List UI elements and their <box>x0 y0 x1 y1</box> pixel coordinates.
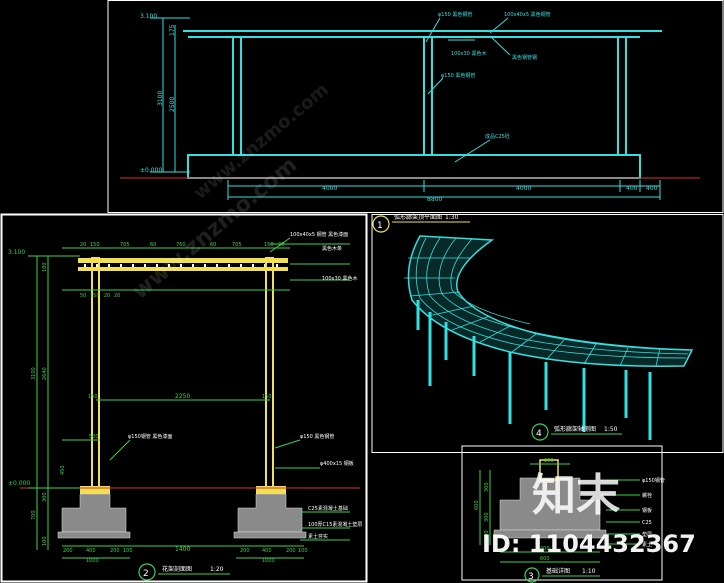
s2-dim-footing-left: 1000 <box>86 558 99 564</box>
top-dim-v-3: 3100 <box>157 91 164 106</box>
d3-dim-top: 200 <box>544 458 554 464</box>
s2-dim-v-6: 700 <box>31 510 37 520</box>
s2-dim-footing-1: 200 <box>63 548 73 554</box>
top-dim-h-3: 400 <box>626 185 638 192</box>
s2-dim-v-4: 450 <box>60 465 66 475</box>
s2-dim-width: 2250 <box>175 393 190 400</box>
s2-dim-footing-2: 400 <box>86 548 96 554</box>
s2-dim-v-2: 3100 <box>31 367 37 380</box>
s2-dim-footing-5: 200 <box>240 548 250 554</box>
p4-number: 4 <box>536 429 542 439</box>
s2-note-6: φ400x15 钢板 <box>320 460 354 467</box>
top-dim-h-4: 400 <box>646 185 658 192</box>
top-dim-total: 8800 <box>427 196 442 203</box>
d3-dim-bottom-2: 600 <box>540 556 550 562</box>
d3-note-1: φ150钢管 <box>642 477 665 484</box>
top-dim-h-1: 4000 <box>322 185 337 192</box>
s2-dim-top-plate: 500 <box>89 434 99 440</box>
detail-3: 300 300 600 100 200 400 600 φ150钢管 螺栓 钢板… <box>474 458 665 583</box>
p1-scale: 1:30 <box>445 214 459 221</box>
d3-note-4: C25 <box>642 520 652 526</box>
s2-note-3: 100x30 黑色木 <box>322 275 357 282</box>
s2-dim-footing-right: 1000 <box>262 558 275 564</box>
s2-dim-top-5: 760 <box>176 242 186 248</box>
d3-dim-v-2: 300 <box>484 512 490 522</box>
s2-note-5: φ150 黑色钢管 <box>300 433 334 440</box>
s2-dim-footing-7: 200 <box>286 548 296 554</box>
s2-dim-footing-8: 100 <box>298 548 308 554</box>
s2-dim-top-6: 60 <box>210 242 216 248</box>
s2-number: 2 <box>143 569 149 579</box>
p4-title: 弧形廊架轴测图 <box>554 425 596 433</box>
s2-level-zero: ±0.000 <box>8 480 30 487</box>
s2-dim-beam-2: 150 <box>90 293 100 299</box>
d3-note-3: 钢板 <box>642 507 652 514</box>
d3-number: 3 <box>528 572 534 582</box>
d3-dim-v-4: 100 <box>484 530 490 540</box>
section-2: 3.100 ±0.000 20 150 705 60 760 60 705 15… <box>8 231 362 581</box>
top-dim-h-2: 4000 <box>516 185 531 192</box>
watermark-logo-text: 知末 <box>532 470 620 521</box>
s2-note-4: φ150钢管 黑色漆面 <box>128 433 172 440</box>
p1-title: 弧形廊架顶平面图 <box>394 213 442 221</box>
s2-dim-v-5: 300 <box>42 492 48 502</box>
top-zero-label: ±0.000 <box>140 167 162 174</box>
s2-dim-v-7: 100 <box>42 536 48 546</box>
d3-note-5: 垫层 <box>642 531 652 538</box>
s2-dim-v-1: 180 <box>42 262 48 272</box>
d3-dim-v-1: 300 <box>484 482 490 492</box>
s2-dim-footing-3: 200 <box>110 548 120 554</box>
top-note-2: 100x40x5 黑色钢管 <box>504 11 551 18</box>
top-dim-v-1: 175 <box>169 24 176 36</box>
s2-note-9: 素土夯实 <box>308 533 328 540</box>
s2-dim-top-4: 60 <box>150 242 156 248</box>
s2-dim-top-2: 150 <box>90 242 100 248</box>
s2-note-8: 100厚C15素混凝土垫层 <box>308 521 362 528</box>
plan-1: 1 弧形廊架顶平面图 1:30 <box>372 213 470 233</box>
s2-dim-post-right: 150 <box>262 394 272 400</box>
s2-level-top: 3.100 <box>8 249 25 256</box>
s2-dim-beam-4: 20 <box>114 293 120 299</box>
top-note-3: 100x30 黑色木 <box>451 50 486 57</box>
s2-dim-footing-6: 400 <box>262 548 272 554</box>
top-note-1: φ150 黑色钢管 <box>438 11 472 18</box>
p4-scale: 1:50 <box>604 426 618 433</box>
top-elevation: 3.100 ±0.000 175 2500 3100 4000 4000 400… <box>120 11 700 203</box>
d3-dim-v-3: 600 <box>474 500 480 510</box>
s2-dim-beam-3: 20 <box>104 293 110 299</box>
perspective-4: 4 弧形廊架轴测图 1:50 <box>404 235 694 441</box>
s2-dim-top-9: 20 <box>278 242 284 248</box>
d3-dim-bottom-1: 400 <box>540 546 550 552</box>
s2-dim-post-left: 150 <box>88 394 98 400</box>
s2-dim-top-1: 20 <box>80 242 86 248</box>
d3-note-6: 素土 <box>642 541 652 548</box>
s2-dim-base: 1400 <box>175 546 190 553</box>
top-note-4: 黑色钢管钢 <box>512 54 537 61</box>
s2-note-2: 黑色木条 <box>322 245 342 252</box>
s2-dim-top-3: 705 <box>120 242 130 248</box>
p1-number: 1 <box>377 221 383 231</box>
watermark-id: ID: 1104432367 <box>482 530 696 558</box>
top-dim-v-2: 2500 <box>169 97 176 112</box>
top-note-5: φ150 黑色钢管 <box>441 72 475 79</box>
s2-dim-beam-1: 50 <box>80 293 86 299</box>
s2-dim-footing-4: 100 <box>123 548 133 554</box>
s2-dim-top-7: 705 <box>232 242 242 248</box>
top-level-label: 3.100 <box>140 13 157 20</box>
d3-scale: 1:10 <box>582 568 596 575</box>
d3-title: 基础详图 <box>546 567 570 575</box>
d3-note-2: 螺栓 <box>642 492 652 499</box>
s2-dim-top-8: 150 <box>264 242 274 248</box>
s2-scale: 1:20 <box>210 566 224 573</box>
s2-dim-v-3: 2640 <box>42 367 48 380</box>
top-note-6: 成品C25砼 <box>485 133 510 140</box>
s2-title: 花架剖面图 <box>162 565 192 573</box>
s2-note-7: C25素混凝土基础 <box>308 505 348 512</box>
s2-note-1: 100x40x5 钢管 黑色漆面 <box>290 231 348 238</box>
